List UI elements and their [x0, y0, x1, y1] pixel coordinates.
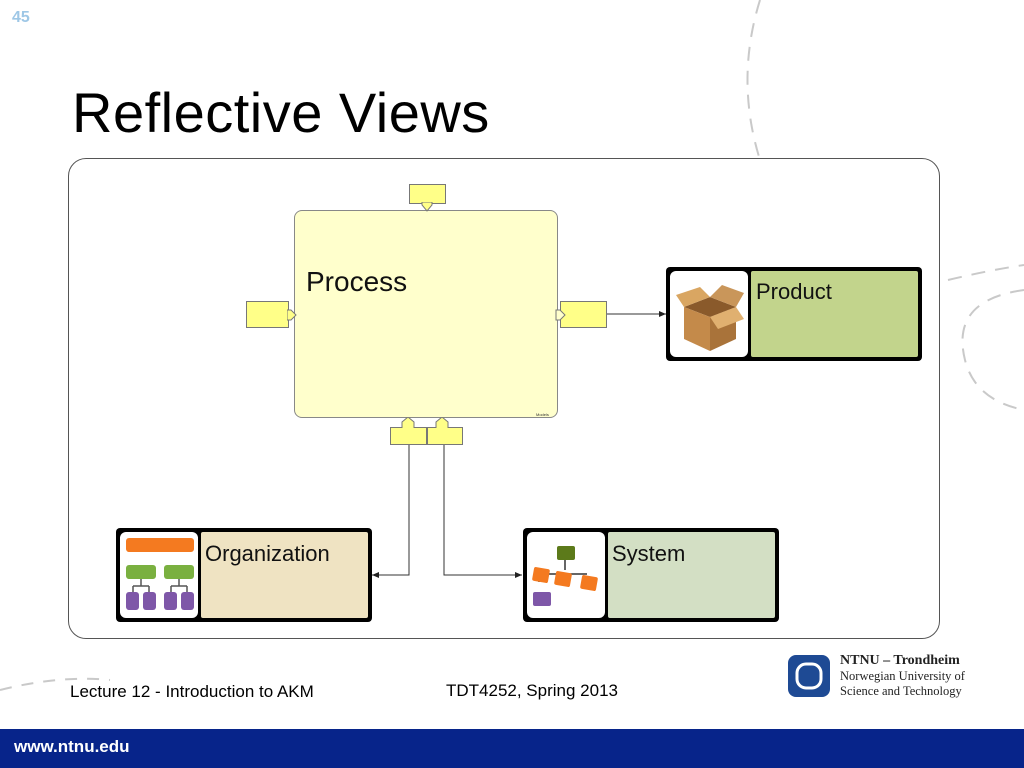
cardboard-box-icon — [676, 285, 744, 351]
process-box — [294, 210, 558, 418]
process-port-right — [560, 301, 607, 328]
footer-lecture: Lecture 12 - Introduction to AKM — [70, 682, 314, 701]
footer-course: TDT4252, Spring 2013 — [446, 681, 618, 700]
slide-title: Reflective Views — [72, 81, 490, 144]
ntnu-logo — [788, 655, 830, 697]
product-label: Product — [756, 279, 832, 304]
system-tree-icon — [532, 546, 598, 606]
port-right-arrow — [555, 309, 566, 321]
organization-label-pane: Organization — [201, 532, 368, 618]
process-port-left — [246, 301, 289, 328]
system-card: System — [523, 528, 779, 622]
institution-line-2: Science and Technology — [840, 684, 962, 698]
process-port-bottom-left — [390, 427, 427, 445]
process-label: Process — [306, 266, 408, 297]
system-label: System — [612, 541, 686, 566]
product-label-pane: Product — [751, 271, 918, 357]
product-card: Product — [666, 267, 922, 361]
org-chart-icon — [126, 538, 194, 610]
organization-card: Organization — [116, 528, 372, 622]
port-bottom-arrows — [401, 417, 449, 428]
product-icon-pane — [670, 271, 748, 357]
port-top-arrow — [421, 202, 433, 212]
port-left-arrow — [287, 309, 297, 321]
system-icon-pane — [527, 532, 605, 618]
system-label-pane: System — [608, 532, 775, 618]
ntnu-logo-icon — [795, 662, 823, 690]
process-tag: Models — [536, 412, 549, 417]
organization-label: Organization — [205, 541, 330, 566]
connector-organization — [372, 445, 410, 578]
footer-url: www.ntnu.edu — [14, 737, 130, 756]
process-port-top — [409, 184, 446, 204]
institution-name: NTNU – Trondheim — [840, 653, 960, 668]
organization-icon-pane — [120, 532, 198, 618]
institution-line-1: Norwegian University of — [840, 669, 965, 683]
footer-bar — [0, 729, 1024, 768]
connector-system — [443, 445, 522, 578]
process-port-bottom-right — [427, 427, 463, 445]
slide-number: 45 — [12, 9, 30, 26]
